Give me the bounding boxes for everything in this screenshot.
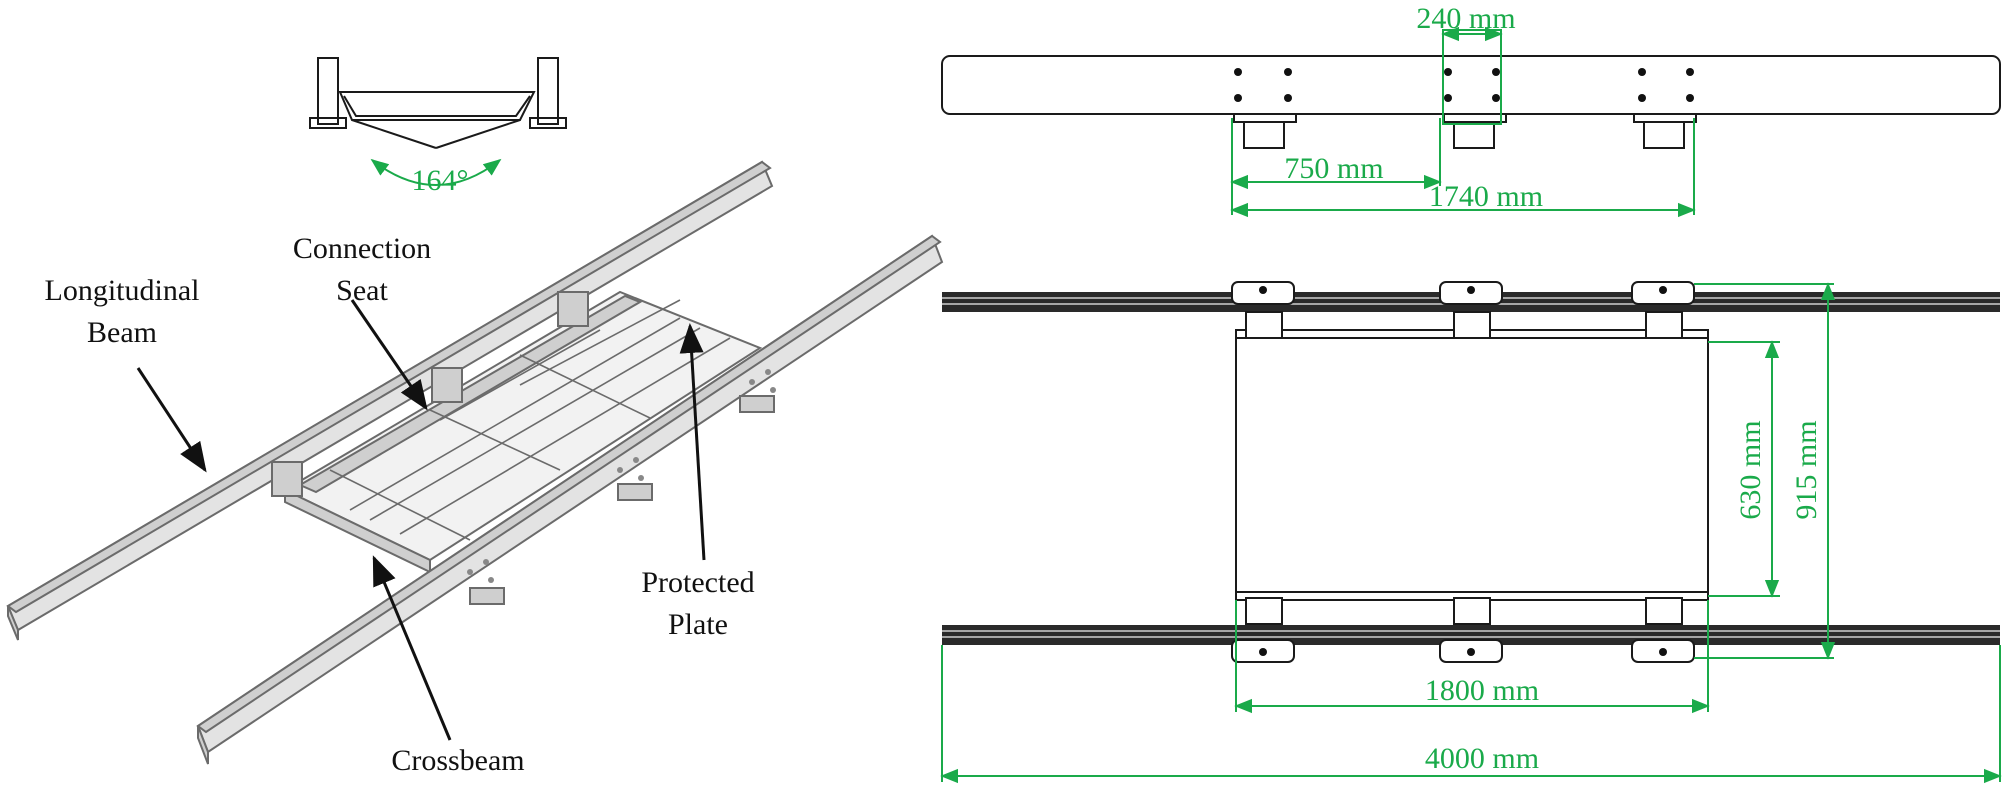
longitudinal-beam-arrow bbox=[136, 367, 207, 473]
longitudinal-beam-label-1: Longitudinal bbox=[45, 274, 200, 307]
crossbeam-label: Crossbeam bbox=[391, 744, 524, 777]
protected-plate-label-1: Protected bbox=[641, 566, 754, 599]
protected-plate-label-2: Plate bbox=[668, 608, 728, 641]
side-seat-blocks bbox=[1233, 113, 1697, 149]
crossbeam-arrow bbox=[372, 555, 452, 741]
connection-seat-arrow bbox=[350, 299, 428, 411]
plate-width-dimension: 630 mm bbox=[1734, 420, 1767, 519]
top-view-plate bbox=[1235, 329, 1709, 601]
connection-seat-label-2: Seat bbox=[336, 274, 388, 307]
seat-span-dimension: 1740 mm bbox=[1429, 180, 1543, 213]
end-view: 164° bbox=[309, 57, 567, 197]
connection-seat-label-1: Connection bbox=[293, 232, 431, 265]
beam-spacing-dimension: 915 mm bbox=[1790, 420, 1823, 519]
crossbeam-frame bbox=[282, 290, 763, 574]
beam-length-dimension: 4000 mm bbox=[1425, 742, 1539, 775]
longitudinal-beam-label-2: Beam bbox=[87, 316, 157, 349]
longitudinal-beam-near bbox=[196, 234, 944, 765]
seat-width-dimension: 240 mm bbox=[1416, 2, 1515, 35]
top-view: 630 mm 915 mm 1800 mm 4000 mm bbox=[940, 281, 2002, 784]
top-view-seats bbox=[1231, 281, 1695, 663]
isometric-view: 164° bbox=[6, 57, 944, 777]
seat-spacing-dimension: 750 mm bbox=[1284, 152, 1383, 185]
longitudinal-beam-far bbox=[6, 160, 774, 641]
protected-plate-arrow bbox=[679, 323, 706, 561]
side-view: 240 mm 750 mm 1740 mm bbox=[941, 2, 2001, 218]
plate-length-dimension: 1800 mm bbox=[1425, 674, 1539, 707]
angle-label: 164° bbox=[412, 164, 469, 197]
connection-seats-far bbox=[271, 291, 589, 497]
